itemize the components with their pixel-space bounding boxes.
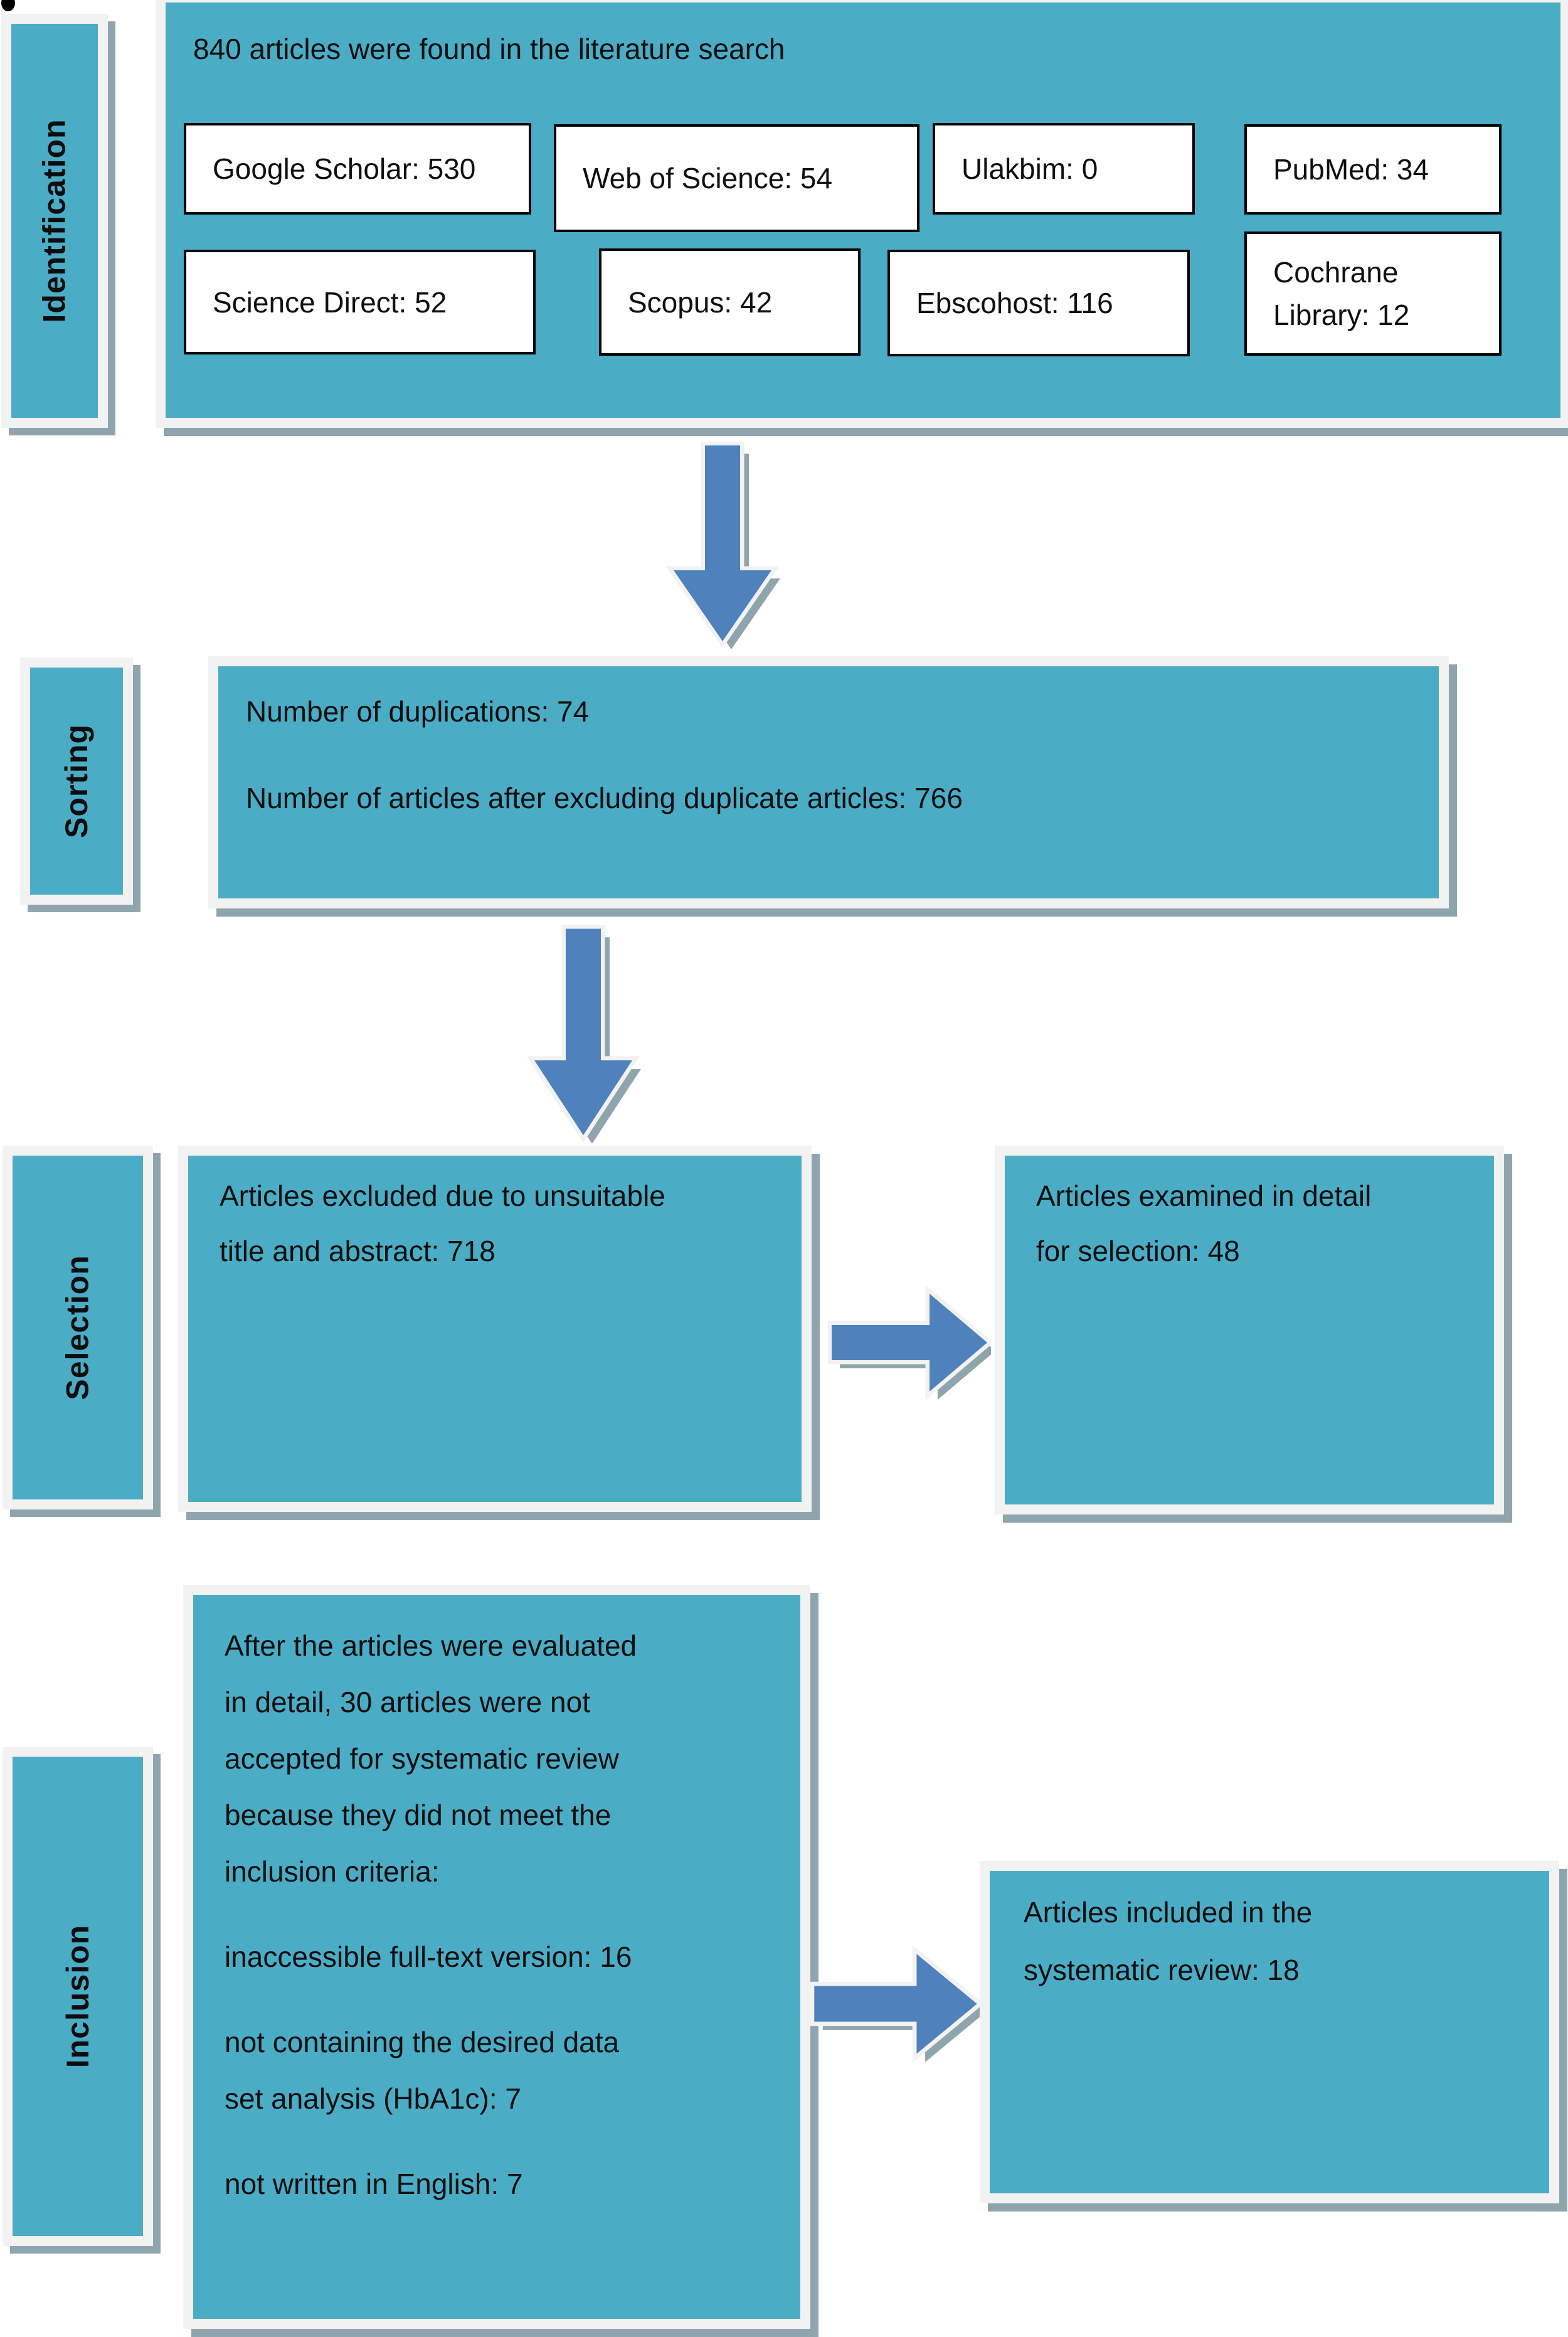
inclusion-included-box: Articles included in the systematic revi… xyxy=(980,1861,1559,2203)
inclusion-included-text: Articles included in the systematic revi… xyxy=(1024,1896,1313,1986)
source-box-ulakbim-text: Ulakbim: 0 xyxy=(961,152,1098,185)
source-box-google-scholar-text: Google Scholar: 530 xyxy=(213,152,476,185)
stage-label-sorting: Sorting xyxy=(20,657,133,905)
source-box-cochrane-library-text: Cochrane Library: 12 xyxy=(1273,256,1410,331)
source-box-web-of-science: Web of Science: 54 xyxy=(554,124,919,232)
stage-label-inclusion: Inclusion xyxy=(3,1747,153,2246)
source-box-google-scholar: Google Scholar: 530 xyxy=(184,123,531,215)
stage-label-identification-text: Identification xyxy=(37,119,73,323)
inclusion-criteria-box: After the articles were evaluated in det… xyxy=(183,1585,810,2329)
down-arrow-icon xyxy=(665,442,780,649)
source-box-scopus-text: Scopus: 42 xyxy=(628,285,773,319)
stage-label-identification: Identification xyxy=(1,14,108,428)
selection-excluded-text: Articles excluded due to unsuitable titl… xyxy=(220,1179,665,1267)
source-box-ebscohost-text: Ebscohost: 116 xyxy=(916,287,1113,319)
source-box-ulakbim: Ulakbim: 0 xyxy=(933,123,1195,215)
right-arrow-icon xyxy=(828,1284,991,1401)
stage-label-sorting-text: Sorting xyxy=(59,724,95,838)
stage-label-inclusion-text: Inclusion xyxy=(60,1924,95,2068)
stray-dot xyxy=(1,0,15,11)
source-box-pubmed-text: PubMed: 34 xyxy=(1273,153,1429,186)
stage-label-selection-text: Selection xyxy=(60,1255,96,1400)
right-arrow-icon xyxy=(810,1945,981,2063)
selection-examined-text: Articles examined in detail for selectio… xyxy=(1036,1179,1372,1267)
identification-title: 840 articles were found in the literatur… xyxy=(193,33,785,65)
sorting-box: Number of duplications: 74 Number of art… xyxy=(208,656,1449,908)
source-box-science-direct-text: Science Direct: 52 xyxy=(213,285,447,319)
inclusion-reason-english: not written in English: 7 xyxy=(225,2168,523,2200)
selection-examined-box: Articles examined in detail for selectio… xyxy=(995,1146,1504,1515)
down-arrow-icon xyxy=(526,925,641,1143)
source-box-cochrane-library: Cochrane Library: 12 xyxy=(1244,232,1502,356)
source-box-science-direct: Science Direct: 52 xyxy=(184,250,536,354)
inclusion-criteria-intro: After the articles were evaluated in det… xyxy=(225,1629,637,1888)
source-box-ebscohost: Ebscohost: 116 xyxy=(887,250,1190,356)
source-box-pubmed: PubMed: 34 xyxy=(1244,124,1502,215)
source-box-web-of-science-text: Web of Science: 54 xyxy=(583,162,833,194)
source-box-scopus: Scopus: 42 xyxy=(599,248,861,356)
inclusion-reason-dataset: not containing the desired data set anal… xyxy=(225,2026,620,2115)
sorting-after-exclusion-text: Number of articles after excluding dupli… xyxy=(246,782,963,814)
sorting-duplications-text: Number of duplications: 74 xyxy=(246,695,590,728)
stage-label-selection: Selection xyxy=(3,1146,153,1509)
inclusion-reason-fulltext: inaccessible full-text version: 16 xyxy=(225,1940,632,1973)
selection-excluded-box: Articles excluded due to unsuitable titl… xyxy=(178,1146,812,1512)
